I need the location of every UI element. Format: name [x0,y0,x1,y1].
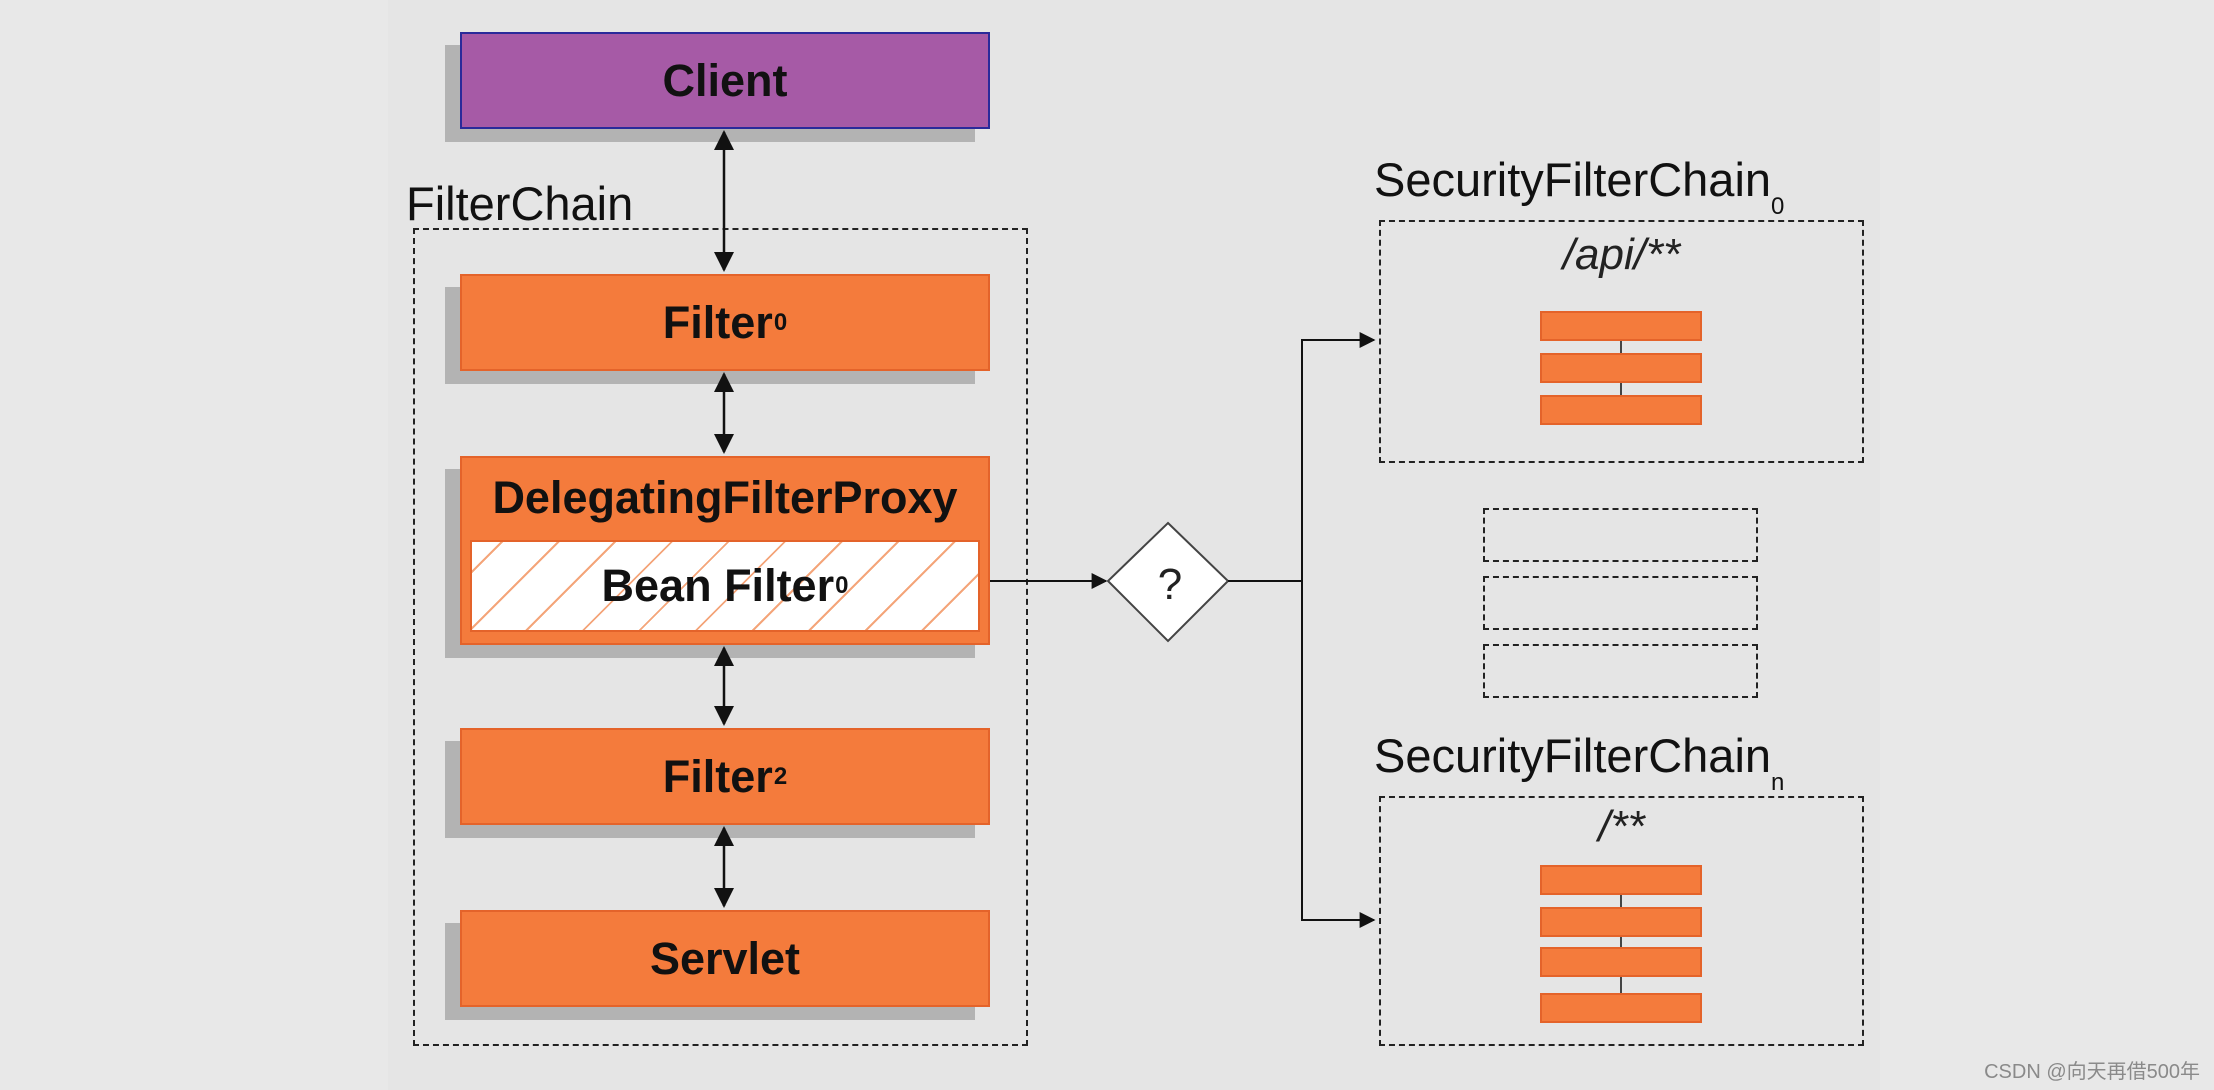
placeholder-chain-3 [1483,644,1758,698]
security-filter-chain-0-pattern: /api/** [1562,230,1681,279]
chain-0-filter-c [1540,395,1702,425]
security-filter-chain-n-pattern: /** [1598,802,1645,851]
chain-n-filter-c [1540,947,1702,977]
arrow-to-chain-n [1301,581,1376,928]
servlet-node: Servlet [460,910,990,1007]
filter-chain-label: FilterChain [406,177,634,230]
decision-label: ? [1157,560,1183,609]
chain-n-filter-a [1540,865,1702,895]
placeholder-chain-2 [1483,576,1758,630]
delegating-filter-proxy-label: DelegatingFilterProxy [492,472,958,523]
watermark: CSDN @向天再借500年 [1984,1061,2200,1083]
security-filter-chain-n-label: SecurityFilterChainn [1374,729,1785,796]
chain-0-filter-a [1540,311,1702,341]
chain-n-filter-b [1540,907,1702,937]
security-filter-chain-0-box [1379,220,1864,463]
chain-n-filter-d [1540,993,1702,1023]
security-filter-chain-0-label: SecurityFilterChain0 [1374,153,1785,220]
arrow-to-chain-0 [1301,332,1376,581]
placeholder-chain-1 [1483,508,1758,562]
client-node: Client [460,32,990,129]
chain-0-filter-b [1540,353,1702,383]
security-filter-chain-n-box [1379,796,1864,1046]
decision-diamond [1106,521,1230,643]
